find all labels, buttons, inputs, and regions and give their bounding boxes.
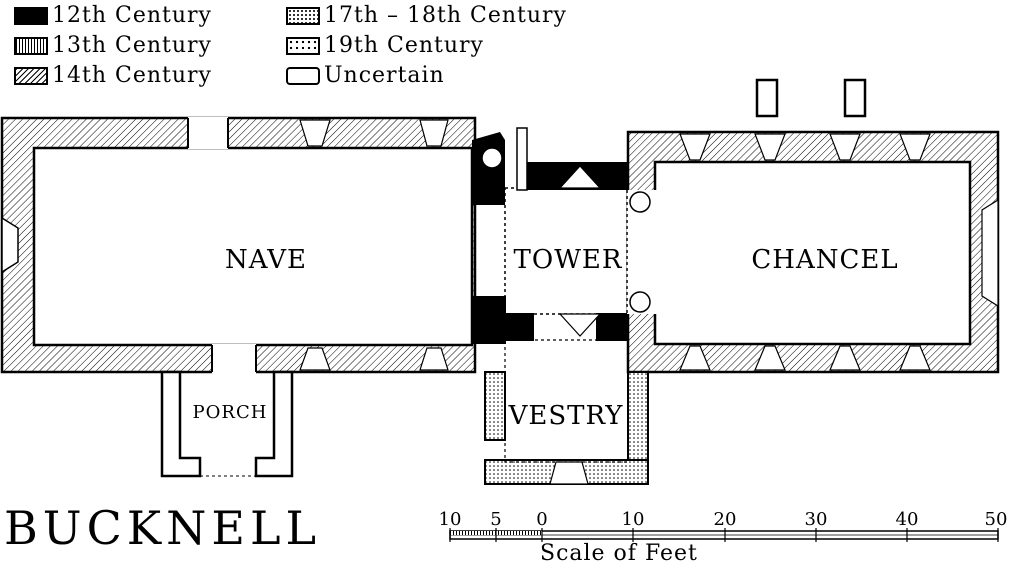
scale-label-40: 40 xyxy=(896,509,919,530)
scale-label-10-left: 10 xyxy=(439,509,462,530)
scale-ticks xyxy=(449,528,999,542)
legend-item-13th-century: 13th Century xyxy=(14,33,212,59)
legend-item-14th-century: 14th Century xyxy=(14,63,212,89)
scale-label-30: 30 xyxy=(805,509,828,530)
scale-label-50: 50 xyxy=(985,509,1008,530)
legend-item-17th-18th-century: 17th – 18th Century xyxy=(286,3,567,29)
scale-bar: 10 5 0 10 20 30 40 50 xyxy=(439,509,1008,542)
legend-label-12th-century: 12th Century xyxy=(52,3,212,28)
legend-label-17th-18th-century: 17th – 18th Century xyxy=(324,3,567,28)
legend-label-14th-century: 14th Century xyxy=(52,63,212,88)
swatch-12th-century xyxy=(14,7,48,25)
legend: 12th Century 13th Century 14th Century 1… xyxy=(0,0,1011,100)
legend-label-uncertain: Uncertain xyxy=(324,63,445,88)
scale-label-20: 20 xyxy=(714,509,737,530)
legend-label-19th-century: 19th Century xyxy=(324,33,484,58)
scale-title: Scale of Feet xyxy=(540,541,698,566)
swatch-19th-century xyxy=(286,37,320,55)
plan-title: BUCKNELL xyxy=(4,501,322,555)
label-porch: PORCH xyxy=(193,402,268,423)
legend-item-12th-century: 12th Century xyxy=(14,3,212,29)
nave-walls xyxy=(0,116,477,374)
label-vestry: VESTRY xyxy=(508,401,624,431)
vestry-walls xyxy=(484,339,649,485)
porch-walls xyxy=(160,370,294,478)
label-tower: TOWER xyxy=(514,245,623,275)
swatch-14th-century xyxy=(14,67,48,85)
scale-label-0: 0 xyxy=(536,509,547,530)
legend-item-uncertain: Uncertain xyxy=(286,63,445,89)
legend-label-13th-century: 13th Century xyxy=(52,33,212,58)
swatch-13th-century xyxy=(14,37,48,55)
chancel-walls xyxy=(626,78,1000,374)
label-chancel: CHANCEL xyxy=(751,245,898,275)
scale-label-5: 5 xyxy=(490,509,501,530)
swatch-17th-18th-century xyxy=(286,7,320,25)
legend-item-19th-century: 19th Century xyxy=(286,33,484,59)
swatch-uncertain xyxy=(286,67,320,85)
scale-label-10: 10 xyxy=(622,509,645,530)
label-nave: NAVE xyxy=(225,245,307,275)
